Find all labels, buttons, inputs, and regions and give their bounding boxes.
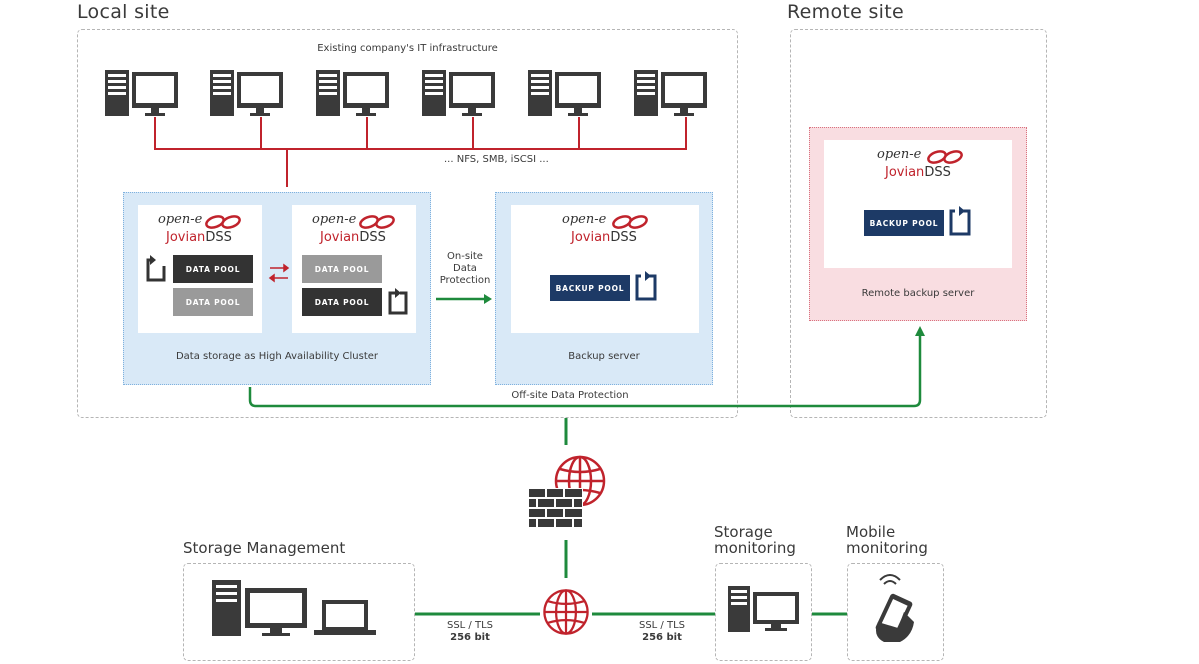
network-lines (154, 117, 687, 187)
computer-icon-2 (210, 70, 283, 116)
node2-data-pool-passive: DATA POOL (302, 255, 382, 283)
local-site-zone (77, 29, 738, 418)
node1-data-pool-active: DATA POOL (173, 255, 253, 283)
storage-management-title: Storage Management (183, 539, 346, 557)
laptop-icon (314, 600, 376, 635)
sync-icon-remote (949, 209, 971, 236)
computer-icon-6 (634, 70, 707, 116)
computer-icon-4 (422, 70, 495, 116)
protocols-label: ... NFS, SMB, iSCSI ... (444, 154, 549, 165)
logo-jovian-3: JovianDSS (571, 230, 637, 245)
computer-icon-3 (316, 70, 389, 116)
secure-connection-globe-icon (543, 589, 589, 635)
cluster-caption: Data storage as High Availability Cluste… (175, 351, 379, 362)
offsite-label: Off-site Data Protection (511, 390, 629, 401)
logo-open-e-2: open-e (312, 212, 357, 227)
logo-swirl-1 (203, 212, 243, 232)
logo-jovian-1: JovianDSS (166, 230, 232, 245)
replication-arrows (268, 263, 290, 283)
remote-backup-pool: BACKUP POOL (864, 210, 944, 236)
remote-site-title: Remote site (787, 1, 904, 23)
logo-open-e-4: open-e (877, 147, 922, 162)
computer-icon-1 (105, 70, 178, 116)
storage-management-zone (183, 563, 415, 661)
sync-icon-node2 (388, 291, 408, 315)
management-computer-icon (212, 580, 307, 636)
offsite-arrow (248, 326, 925, 408)
remote-backup-caption: Remote backup server (861, 288, 975, 299)
storage-monitoring-zone (715, 563, 812, 661)
backup-pool: BACKUP POOL (550, 275, 630, 301)
logo-swirl-4 (925, 147, 965, 167)
computer-icon-5 (528, 70, 601, 116)
sync-icon-backup (635, 274, 657, 301)
remote-site-zone (790, 29, 1047, 418)
logo-swirl-2 (357, 212, 397, 232)
node1-data-pool-passive: DATA POOL (173, 288, 253, 316)
mobile-monitoring-zone (847, 563, 944, 661)
logo-jovian-2: JovianDSS (320, 230, 386, 245)
monitoring-computer-icon (728, 586, 799, 632)
backup-server-card (511, 205, 699, 333)
infra-caption: Existing company's IT infrastructure (317, 43, 498, 54)
onsite-arrow (436, 294, 492, 304)
local-site-title: Local site (77, 1, 170, 23)
node2-data-pool-active: DATA POOL (302, 288, 382, 316)
mobile-phone-hand-icon (875, 574, 914, 642)
firewall-links (415, 418, 847, 616)
logo-swirl-3 (610, 212, 650, 232)
logo-open-e-3: open-e (562, 212, 607, 227)
firewall-icon (528, 488, 583, 528)
logo-jovian-4: JovianDSS (885, 165, 951, 180)
backup-server-caption: Backup server (568, 351, 640, 362)
remote-backup-card (824, 140, 1012, 268)
logo-open-e-1: open-e (158, 212, 203, 227)
